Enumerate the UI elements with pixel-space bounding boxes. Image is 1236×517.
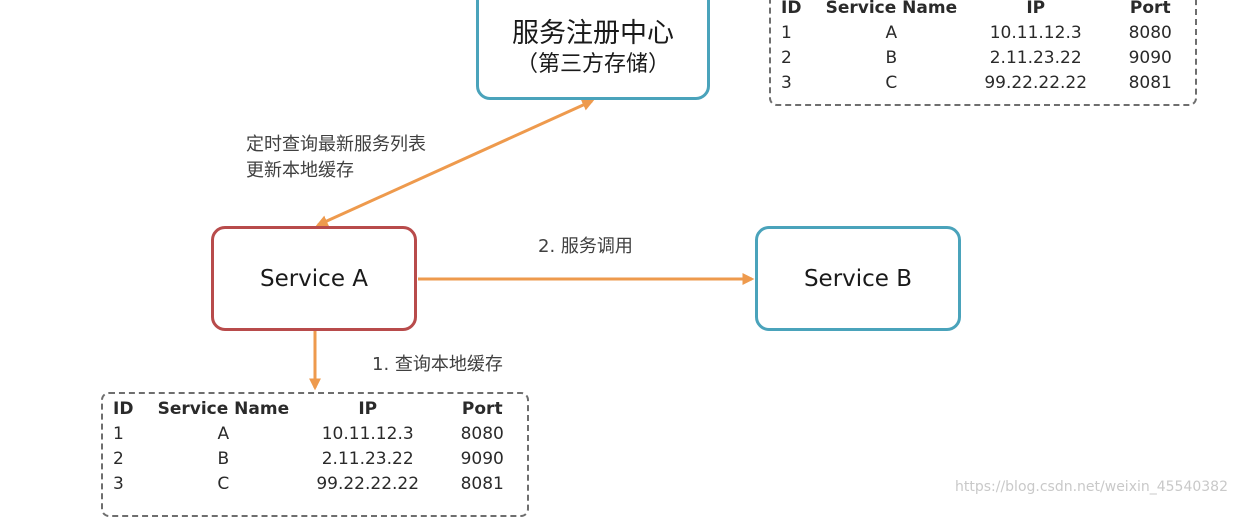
header-id: ID	[781, 0, 802, 18]
cell-port: 8081	[1128, 72, 1172, 93]
header-port: Port	[461, 399, 503, 419]
service-call-label: 2. 服务调用	[538, 236, 633, 257]
cell-port: 9090	[460, 448, 504, 469]
local-cache-table: ID Service Name IP Port 1 A 10.11.12.3 8…	[103, 397, 527, 496]
table-row: 3 C 99.22.22.22 8081	[771, 70, 1195, 95]
header-service-name: Service Name	[825, 0, 958, 18]
timed-query-line1: 定时查询最新服务列表	[246, 134, 426, 155]
table-row: 3 C 99.22.22.22 8081	[103, 471, 527, 496]
header-ip: IP	[1026, 0, 1046, 18]
registry-subtitle: （第三方存储）	[515, 52, 670, 77]
query-local-cache-label: 1. 查询本地缓存	[372, 354, 503, 375]
registry-table-box: ID Service Name IP Port 1 A 10.11.12.3 8…	[769, 0, 1197, 106]
registry-table: ID Service Name IP Port 1 A 10.11.12.3 8…	[771, 0, 1195, 95]
service-b-box: Service B	[755, 226, 961, 331]
table-row: 1 A 10.11.12.3 8080	[103, 421, 527, 446]
cell-service-name: A	[885, 22, 898, 43]
header-port: Port	[1129, 0, 1171, 18]
service-a-label: Service A	[259, 265, 369, 292]
table-header-row: ID Service Name IP Port	[103, 397, 527, 421]
registry-title: 服务注册中心	[512, 18, 674, 49]
cell-service-name: C	[885, 72, 898, 93]
cell-ip: 2.11.23.22	[989, 47, 1082, 68]
cell-ip: 2.11.23.22	[321, 448, 414, 469]
sync-arrow	[315, 99, 595, 227]
cell-id: 1	[113, 423, 124, 444]
service-a-box: Service A	[211, 226, 417, 331]
cell-ip: 10.11.12.3	[989, 22, 1082, 43]
service-b-label: Service B	[803, 265, 913, 292]
header-service-name: Service Name	[157, 399, 290, 419]
cell-ip: 10.11.12.3	[321, 423, 414, 444]
cell-port: 8080	[460, 423, 504, 444]
header-ip: IP	[358, 399, 378, 419]
watermark-text: https://blog.csdn.net/weixin_45540382	[954, 479, 1228, 495]
cell-ip: 99.22.22.22	[984, 72, 1088, 93]
timed-query-line2: 更新本地缓存	[246, 160, 354, 181]
table-row: 2 B 2.11.23.22 9090	[771, 45, 1195, 70]
cell-id: 3	[781, 72, 792, 93]
table-row: 1 A 10.11.12.3 8080	[771, 20, 1195, 45]
local-cache-table-box: ID Service Name IP Port 1 A 10.11.12.3 8…	[101, 392, 529, 517]
cell-service-name: A	[217, 423, 230, 444]
cell-id: 2	[781, 47, 792, 68]
cell-id: 2	[113, 448, 124, 469]
table-header-row: ID Service Name IP Port	[771, 0, 1195, 20]
cell-ip: 99.22.22.22	[316, 473, 420, 494]
arrows-layer	[309, 99, 755, 391]
registry-center-box: 服务注册中心 （第三方存储）	[476, 0, 710, 100]
cell-service-name: B	[885, 47, 898, 68]
cell-port: 8080	[1128, 22, 1172, 43]
cell-service-name: B	[217, 448, 230, 469]
cell-port: 8081	[460, 473, 504, 494]
table-row: 2 B 2.11.23.22 9090	[103, 446, 527, 471]
timed-query-label: 定时查询最新服务列表 更新本地缓存	[246, 132, 426, 184]
cell-id: 1	[781, 22, 792, 43]
header-id: ID	[113, 399, 134, 419]
cell-service-name: C	[217, 473, 230, 494]
cell-id: 3	[113, 473, 124, 494]
cell-port: 9090	[1128, 47, 1172, 68]
